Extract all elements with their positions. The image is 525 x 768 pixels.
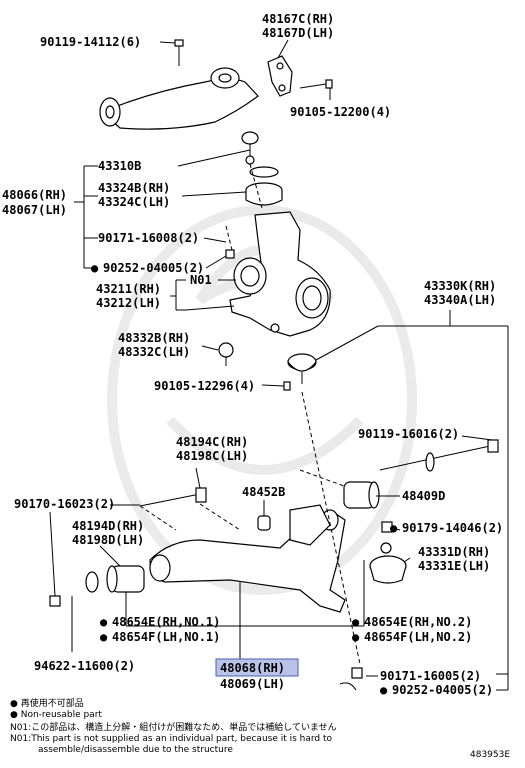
label-48332c: 48332C(LH) [118,345,190,359]
non-reusable-dot: ● [100,615,108,629]
label-90170-16023: 90170-16023(2) [14,497,115,511]
boot-and-dust-cover [245,166,283,206]
note-bullet-ja: ● 再使用不可部品 [10,697,84,709]
label-90179-14046: 90179-14046(2) [402,521,503,535]
label-n01: N01 [190,273,212,287]
label-48654f-no1: 48654F(LH,NO.1) [112,630,220,644]
label-48167c: 48167C(RH) [262,12,334,26]
label-48067: 48067(LH) [2,203,67,217]
label-94622-11600: 94622-11600(2) [34,659,135,673]
non-reusable-dot: ● [390,521,398,535]
label-48409d: 48409D [402,489,445,503]
label-48194c: 48194C(RH) [176,435,248,449]
non-reusable-dot: ● [352,630,360,644]
note-n01-en-1: N01:This part is not supplied as an indi… [10,734,333,744]
non-reusable-dot: ● [100,630,108,644]
label-48068[interactable]: 48068(RH) [220,661,285,675]
label-90171-16005: 90171-16005(2) [380,669,481,683]
label-48198d: 48198D(LH) [72,533,144,547]
highlight-48068 [215,658,299,677]
label-43310b: 43310B [98,159,141,173]
note-n01-ja: N01:この部品は、構造上分解・組付けが困難なため、単品では補給していません [10,721,337,733]
alignment-lines [139,163,361,665]
diagram-id: 483953E [470,750,510,760]
label-90105-12296: 90105-12296(4) [154,379,255,393]
label-48167d: 48167D(LH) [262,26,334,40]
footnotes: ● 再使用不可部品 ● Non-reusable part N01:この部品は、… [10,697,510,760]
label-43331e: 43331E(LH) [418,559,490,573]
label-90252-04005-a: 90252-04005(2) [103,261,204,275]
label-90119-14112: 90119-14112(6) [40,35,141,49]
part-labels: 48167C(RH) 48167D(LH) 90119-14112(6) 901… [2,12,503,697]
label-90252-04005-b: 90252-04005(2) [392,683,493,697]
label-48069: 48069(LH) [220,677,285,691]
lower-ball-joint [218,342,317,391]
label-43324c: 43324C(LH) [98,195,170,209]
label-90171-16008: 90171-16008(2) [98,231,199,245]
label-90119-16016: 90119-16016(2) [358,427,459,441]
upper-arm-assembly [99,39,333,165]
label-48332b: 48332B(RH) [118,331,190,345]
label-43340a: 43340A(LH) [424,293,496,307]
label-43211: 43211(RH) [96,282,161,296]
label-48452b: 48452B [242,485,285,499]
label-48198c: 48198C(LH) [176,449,248,463]
lower-arm-assembly [49,439,499,691]
label-43330k: 43330K(RH) [424,279,496,293]
leader-lines [49,39,509,691]
steering-knuckle [225,211,331,337]
label-43212: 43212(LH) [96,296,161,310]
label-43331d: 43331D(RH) [418,545,490,559]
label-48654f-no2: 48654F(LH,NO.2) [364,630,472,644]
label-90105-12200: 90105-12200(4) [290,105,391,119]
label-48654e-no2: 48654E(RH,NO.2) [364,615,472,629]
non-reusable-dot: ● [380,683,388,697]
label-48194d: 48194D(RH) [72,519,144,533]
non-reusable-dot: ● [91,261,99,275]
note-n01-en-2: assemble/disassemble due to the structur… [38,745,233,755]
label-43324b: 43324B(RH) [98,181,170,195]
label-48066: 48066(RH) [2,188,67,202]
note-bullet-en: ● Non-reusable part [10,710,102,720]
label-48654e-no1: 48654E(RH,NO.1) [112,615,220,629]
non-reusable-dot: ● [352,615,360,629]
